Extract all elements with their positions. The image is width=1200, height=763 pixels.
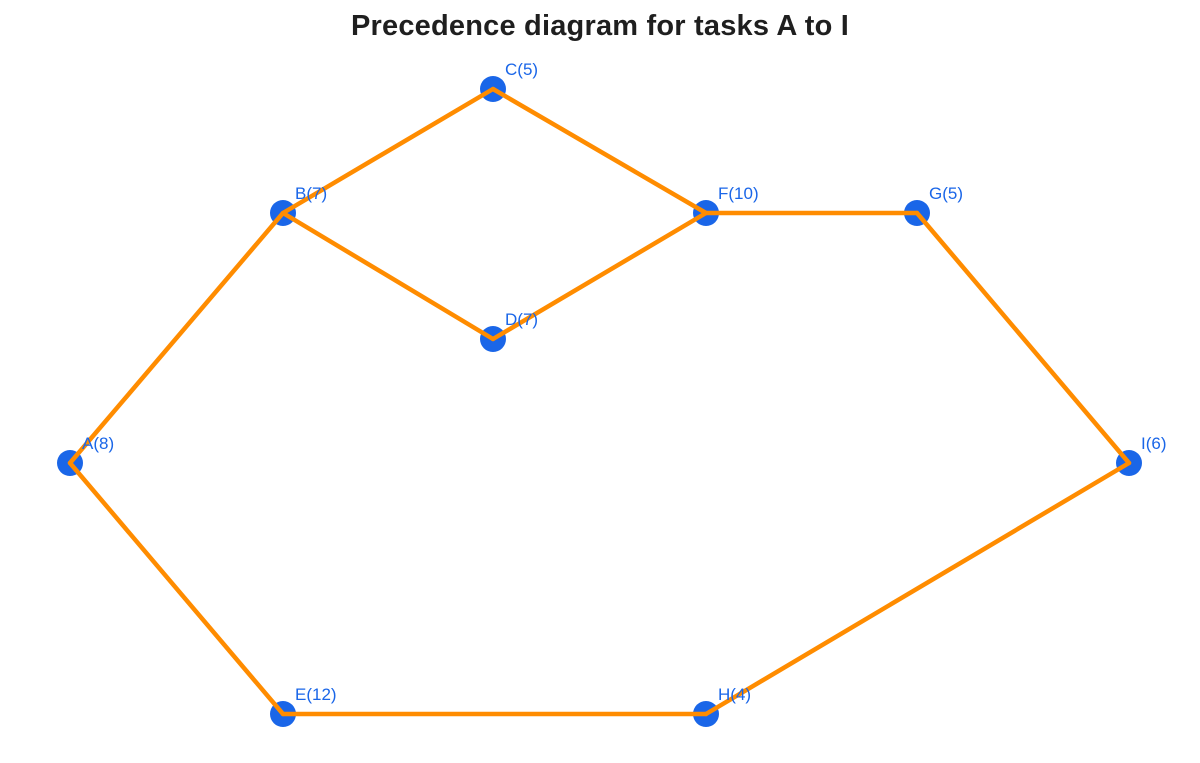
node-label-e: E(12) — [295, 685, 337, 704]
diagram-title: Precedence diagram for tasks A to I — [350, 10, 850, 42]
edge-a-e — [67, 460, 286, 717]
edge-b-c — [280, 86, 496, 216]
edge-d-f — [490, 210, 709, 342]
node-label-a: A(8) — [82, 434, 114, 453]
node-label-d: D(7) — [505, 310, 538, 329]
labels-layer: A(8) B(7) C(5) D(7) E(12) F(10) G(5) H(4) I(6) — [82, 60, 1167, 704]
node-label-g: G(5) — [929, 184, 963, 203]
edges-layer — [67, 86, 1132, 717]
nodes-layer — [57, 76, 1142, 727]
node-label-h: H(4) — [718, 685, 751, 704]
edge-a-b — [67, 210, 286, 466]
node-label-i: I(6) — [1141, 434, 1167, 453]
edge-c-f — [490, 86, 709, 216]
edge-h-i — [703, 460, 1132, 717]
node-label-c: C(5) — [505, 60, 538, 79]
node-label-f: F(10) — [718, 184, 759, 203]
edge-g-i — [914, 210, 1132, 466]
edge-b-d — [280, 210, 496, 342]
node-label-b: B(7) — [295, 184, 327, 203]
